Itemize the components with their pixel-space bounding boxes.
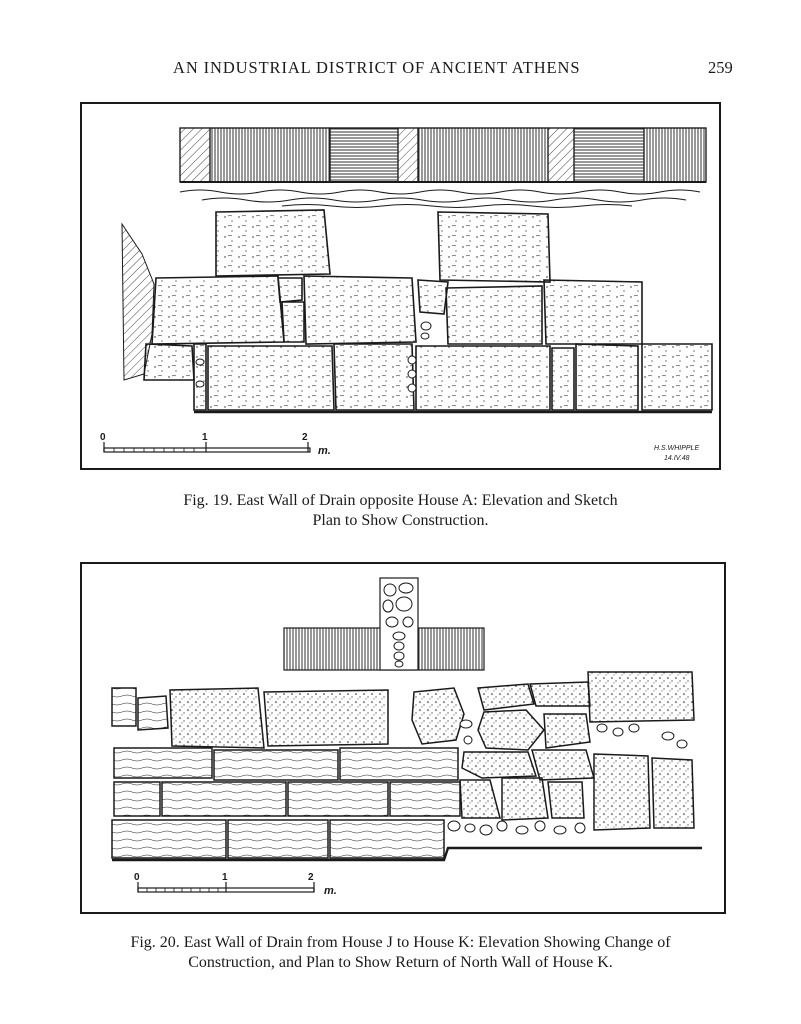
figure-20-caption: Fig. 20. East Wall of Drain from House J…: [60, 933, 741, 973]
figure-20-caption-line-2: Construction, and Plan to Show Return of…: [188, 954, 613, 971]
water-lines: [179, 189, 701, 208]
polygonal-masonry: [411, 671, 695, 831]
figure-19-caption-line-1: Fig. 19. East Wall of Drain opposite Hou…: [183, 492, 618, 509]
scale-tick-2: 2: [308, 872, 314, 883]
scale-bar-19: [103, 442, 311, 453]
chink-stones: [195, 321, 432, 393]
sketch-plan-20: [283, 577, 485, 671]
page-number: 259: [708, 58, 733, 77]
scale-tick-1: 1: [202, 432, 208, 443]
figure-20-drawing: 0 1 2 m.: [80, 562, 726, 914]
scale-tick-1: 1: [222, 872, 228, 883]
chink-stones-20: [447, 719, 688, 836]
figure-19-caption-line-2: Plan to Show Construction.: [312, 512, 489, 529]
figure-20-caption-line-1: Fig. 20. East Wall of Drain from House J…: [130, 934, 671, 951]
draftsman-signature: H.S.WHIPPLE: [654, 445, 699, 452]
scale-unit: m.: [324, 885, 337, 897]
figure-19-svg: 0 1 2 m. H.S.WHIPPLE 14.IV.48: [100, 127, 713, 462]
scale-unit: m.: [318, 445, 331, 457]
scale-tick-2: 2: [302, 432, 308, 443]
running-title: AN INDUSTRIAL DISTRICT OF ANCIENT ATHENS: [173, 58, 581, 77]
drawing-date: 14.IV.48: [664, 455, 690, 462]
figure-20-svg: 0 1 2 m.: [111, 577, 702, 897]
running-head: AN INDUSTRIAL DISTRICT OF ANCIENT ATHENS…: [0, 58, 801, 82]
scale-tick-0: 0: [100, 432, 106, 443]
sketch-plan: [179, 127, 707, 183]
figure-19-caption: Fig. 19. East Wall of Drain opposite Hou…: [60, 491, 741, 531]
scale-tick-0: 0: [134, 872, 140, 883]
wall-elevation: [143, 209, 713, 411]
wall-elevation-20: [111, 687, 461, 859]
figure-19-drawing: 0 1 2 m. H.S.WHIPPLE 14.IV.48: [80, 102, 721, 470]
ground-line-20: [112, 846, 702, 862]
scale-bar-20: [137, 882, 315, 893]
